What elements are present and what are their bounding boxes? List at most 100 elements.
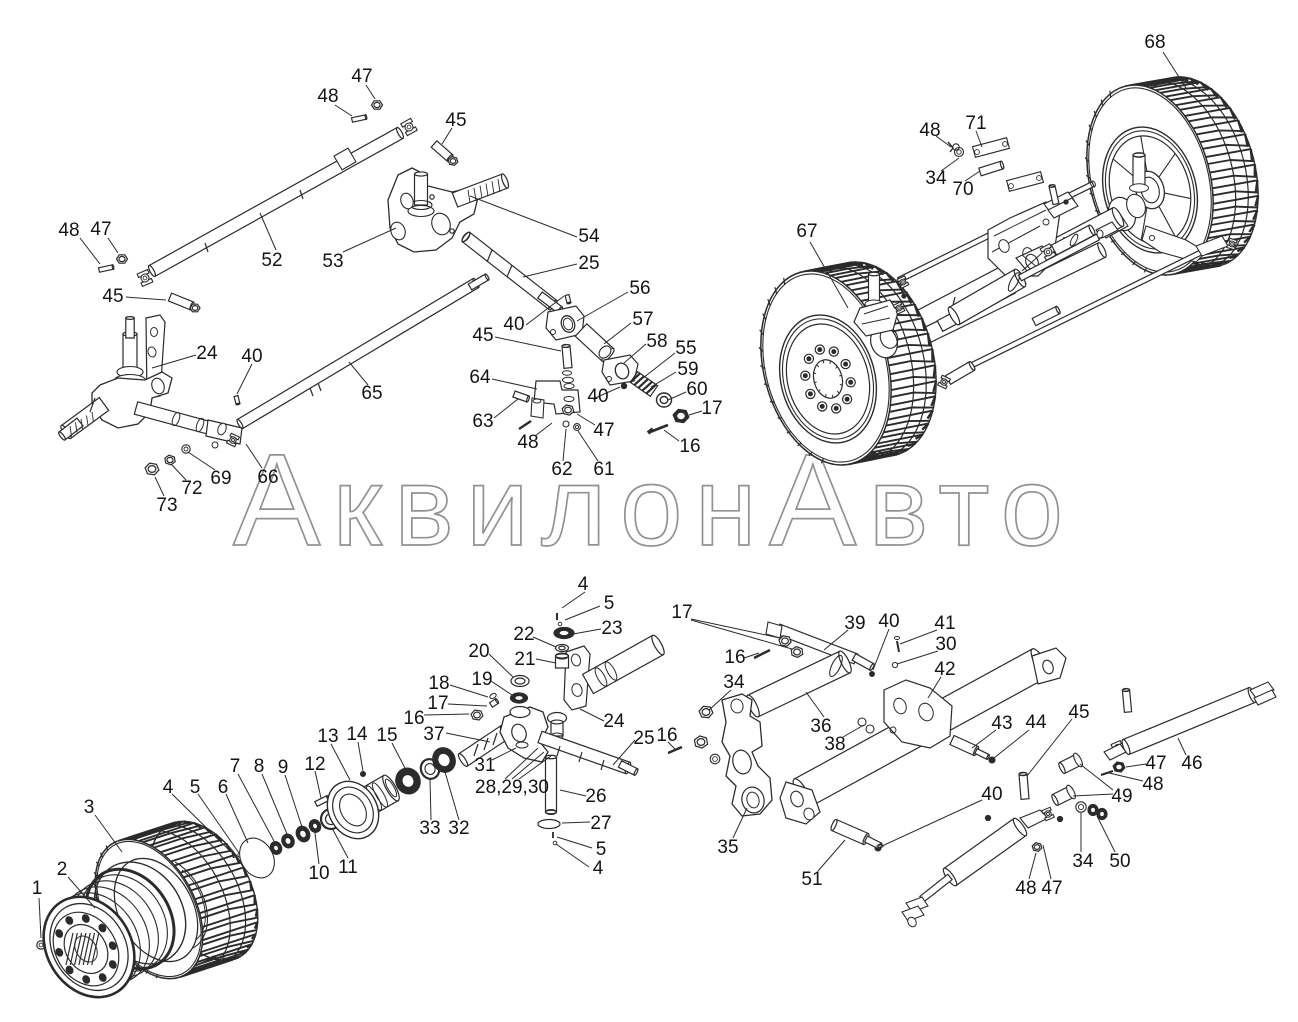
svg-text:59: 59 [677,359,698,380]
svg-text:40: 40 [981,784,1002,805]
svg-text:35: 35 [717,837,738,858]
svg-text:17: 17 [671,602,692,623]
svg-text:49: 49 [1111,786,1132,807]
svg-text:5: 5 [604,593,615,614]
svg-text:15: 15 [376,725,397,746]
svg-text:71: 71 [965,113,986,134]
svg-text:25: 25 [633,728,654,749]
svg-text:4: 4 [578,574,589,595]
svg-text:57: 57 [632,309,653,330]
svg-text:24: 24 [603,711,625,732]
svg-text:37: 37 [423,724,444,745]
svg-text:65: 65 [361,383,382,404]
svg-text:53: 53 [322,251,343,272]
svg-text:72: 72 [181,478,202,499]
svg-text:40: 40 [878,611,899,632]
svg-text:40: 40 [241,346,262,367]
svg-text:48: 48 [58,220,79,241]
svg-text:45: 45 [472,325,493,346]
svg-text:51: 51 [801,869,822,890]
svg-text:47: 47 [90,219,111,240]
svg-text:41: 41 [934,613,955,634]
svg-text:48: 48 [919,120,940,141]
svg-text:73: 73 [156,495,177,516]
svg-text:34: 34 [1072,851,1094,872]
svg-text:47: 47 [593,420,614,441]
svg-text:23: 23 [601,618,622,639]
svg-text:34: 34 [723,672,745,693]
svg-text:18: 18 [428,673,449,694]
svg-text:26: 26 [585,786,606,807]
svg-text:1: 1 [32,878,43,899]
svg-text:62: 62 [551,459,572,480]
svg-text:30: 30 [935,634,956,655]
svg-text:32: 32 [448,818,469,839]
svg-text:68: 68 [1144,32,1165,53]
svg-text:63: 63 [472,411,493,432]
svg-text:17: 17 [701,398,722,419]
svg-text:56: 56 [629,278,650,299]
svg-text:8: 8 [254,756,265,777]
svg-text:48: 48 [517,432,538,453]
svg-text:12: 12 [304,754,325,775]
svg-text:33: 33 [419,818,440,839]
svg-text:45: 45 [1068,702,1089,723]
svg-text:45: 45 [445,110,466,131]
svg-text:25: 25 [578,253,599,274]
svg-text:4: 4 [163,777,174,798]
svg-text:21: 21 [514,649,535,670]
svg-text:4: 4 [593,858,604,879]
svg-text:43: 43 [991,713,1012,734]
svg-text:48: 48 [1142,774,1163,795]
svg-text:64: 64 [469,367,491,388]
svg-text:38: 38 [824,734,845,755]
svg-text:39: 39 [844,613,865,634]
svg-text:50: 50 [1109,851,1130,872]
svg-text:16: 16 [656,725,677,746]
svg-text:19: 19 [471,669,492,690]
svg-text:3: 3 [84,797,95,818]
svg-text:69: 69 [210,468,231,489]
svg-text:40: 40 [587,386,608,407]
svg-text:7: 7 [230,756,241,777]
svg-text:10: 10 [308,863,329,884]
svg-text:11: 11 [338,857,358,878]
svg-text:58: 58 [646,331,667,352]
svg-text:14: 14 [346,724,368,745]
svg-text:55: 55 [675,338,696,359]
svg-text:17: 17 [427,693,448,714]
svg-text:2: 2 [57,859,68,880]
svg-text:13: 13 [317,726,338,747]
svg-text:66: 66 [257,467,278,488]
svg-text:24: 24 [196,343,218,364]
svg-text:28,29,30: 28,29,30 [475,777,549,798]
svg-text:42: 42 [934,659,955,680]
svg-text:9: 9 [278,757,289,778]
svg-text:16: 16 [403,708,424,729]
svg-text:47: 47 [351,66,372,87]
svg-text:44: 44 [1025,712,1047,733]
svg-text:48: 48 [317,86,338,107]
svg-text:27: 27 [590,813,611,834]
svg-text:22: 22 [513,624,534,645]
svg-text:31: 31 [474,755,495,776]
svg-text:54: 54 [578,226,600,247]
svg-text:16: 16 [679,436,700,457]
svg-text:36: 36 [810,716,831,737]
svg-text:34: 34 [925,168,947,189]
svg-text:47: 47 [1041,878,1062,899]
svg-text:16: 16 [724,647,745,668]
svg-text:40: 40 [503,314,524,335]
svg-text:70: 70 [952,179,973,200]
svg-text:61: 61 [593,459,614,480]
svg-text:47: 47 [1145,753,1166,774]
svg-text:5: 5 [596,839,607,860]
svg-text:20: 20 [468,641,489,662]
svg-text:6: 6 [218,777,229,798]
svg-text:45: 45 [102,286,123,307]
svg-text:60: 60 [686,379,707,400]
svg-text:48: 48 [1015,878,1036,899]
svg-text:52: 52 [261,250,282,271]
svg-text:46: 46 [1181,753,1202,774]
